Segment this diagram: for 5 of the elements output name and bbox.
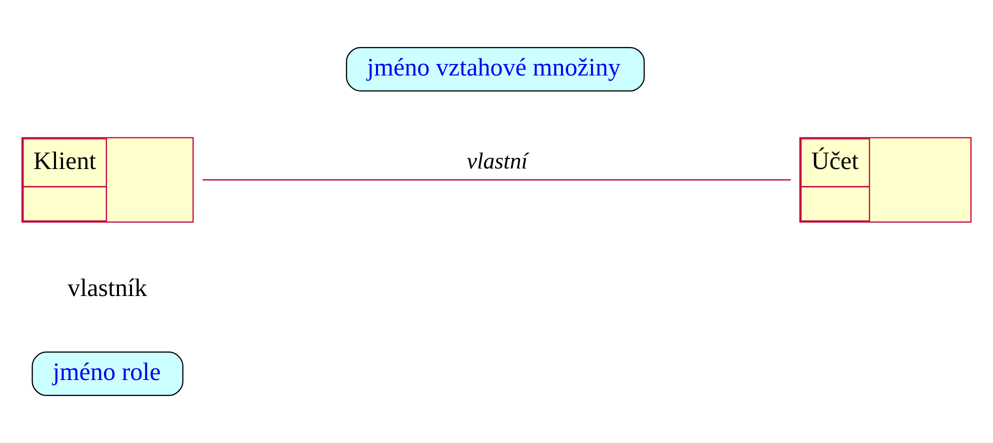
- node-box: jméno role: [32, 352, 184, 396]
- node-box: jméno vztahové množiny: [346, 47, 645, 92]
- label: vlastník: [68, 274, 148, 302]
- edge-label: vlastní: [466, 148, 528, 174]
- connector: [202, 179, 791, 180]
